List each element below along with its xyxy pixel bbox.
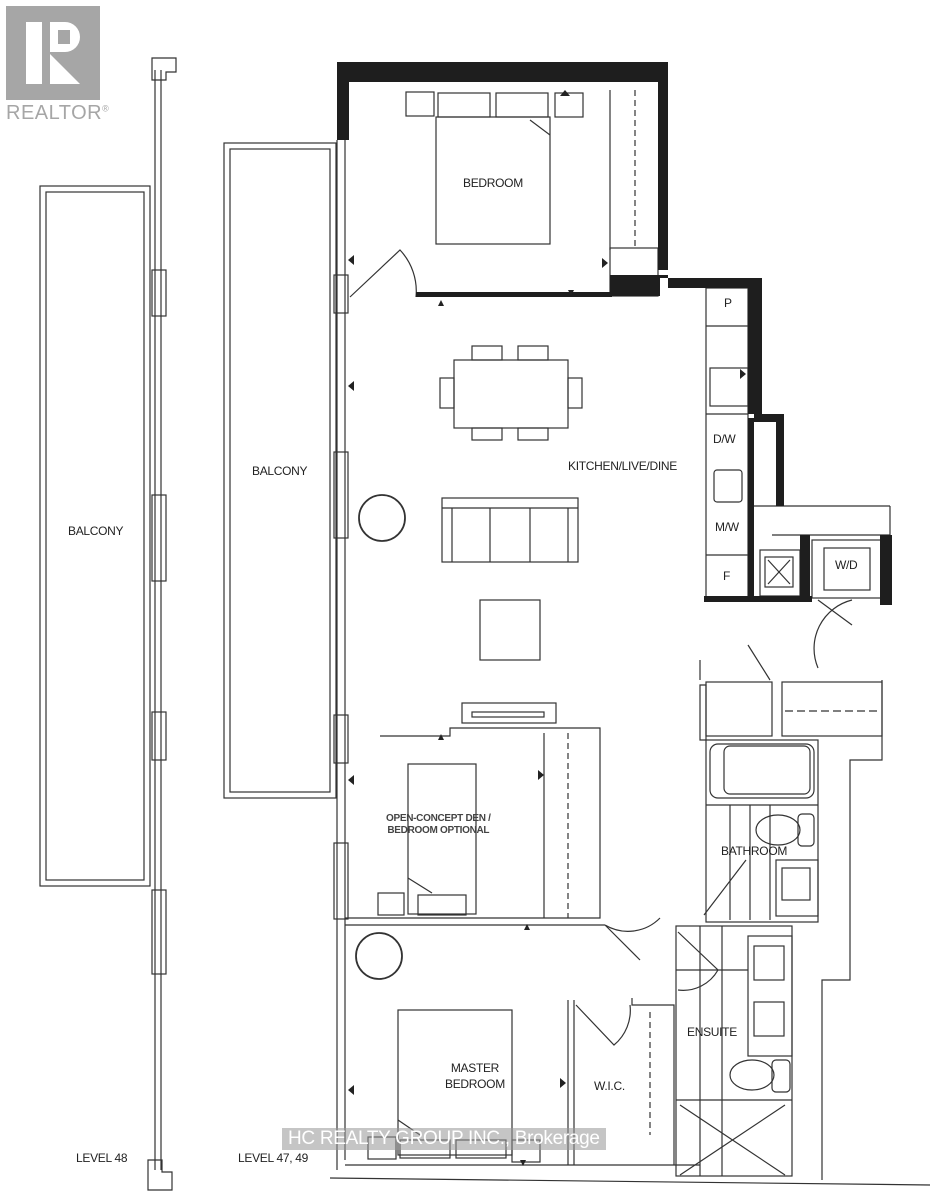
- room-label-bathroom: BATHROOM: [721, 844, 788, 858]
- room-label-kitchen-live-dine: KITCHEN/LIVE/DINE: [568, 459, 677, 473]
- appliance-label-dishwasher: D/W: [713, 432, 736, 446]
- exterior-walls: [337, 62, 892, 605]
- room-label-den: OPEN-CONCEPT DEN / BEDROOM OPTIONAL: [386, 813, 491, 837]
- realtor-r-icon: [6, 6, 100, 100]
- room-label-balcony-outer: BALCONY: [68, 524, 124, 538]
- room-label-wic: W.I.C.: [594, 1079, 625, 1093]
- appliance-label-washer-dryer: W/D: [835, 558, 858, 572]
- den-label-line1: OPEN-CONCEPT DEN /: [386, 813, 491, 824]
- room-label-bedroom: BEDROOM: [463, 176, 523, 190]
- appliance-label-pantry: P: [724, 296, 732, 310]
- master-label-line2: BEDROOM: [445, 1077, 505, 1091]
- level-label-47-49: LEVEL 47, 49: [238, 1151, 309, 1165]
- appliance-label-microwave: M/W: [715, 520, 739, 534]
- level-label-48: LEVEL 48: [76, 1151, 128, 1165]
- realtor-wordmark: REALTOR®: [6, 102, 110, 124]
- room-label-ensuite: ENSUITE: [687, 1025, 737, 1039]
- outer-balcony: [39, 57, 177, 1191]
- appliance-label-fridge: F: [723, 569, 731, 583]
- realtor-logo: REALTOR®: [6, 6, 110, 125]
- room-label-balcony-inner: BALCONY: [252, 464, 308, 478]
- master-label-line1: MASTER: [450, 1061, 500, 1075]
- inner-balcony: [223, 142, 337, 799]
- brokerage-watermark: HC REALTY GROUP INC., Brokerage: [282, 1128, 606, 1150]
- room-label-master-bedroom: MASTER BEDROOM: [445, 1060, 505, 1092]
- den-label-line2: BEDROOM OPTIONAL: [387, 825, 490, 836]
